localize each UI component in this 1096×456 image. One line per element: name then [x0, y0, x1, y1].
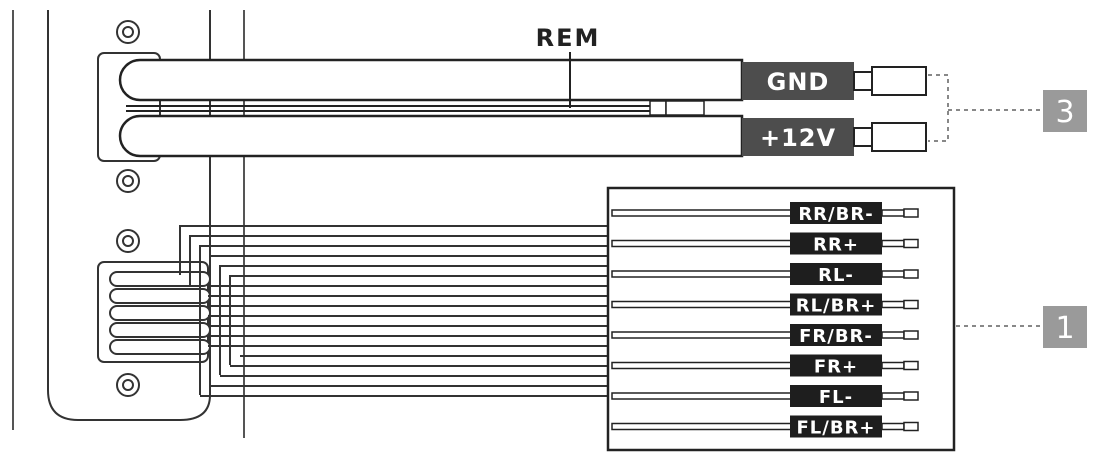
screw-bottom-2	[116, 373, 140, 397]
speaker-wire-terminal	[903, 269, 919, 279]
callout-3-number: 3	[1055, 95, 1074, 130]
speaker-wire-label-box	[790, 415, 882, 438]
speaker-wire-label: RL/BR+	[796, 296, 877, 317]
speaker-wire-label-box	[790, 324, 882, 346]
connector-housing	[47, 10, 211, 421]
speaker-wire-label: FR+	[814, 357, 858, 378]
callout-1-number: 1	[1055, 311, 1074, 346]
speaker-wire-row: FR+	[611, 354, 919, 378]
speaker-wire	[611, 422, 793, 431]
speaker-wire-terminal	[903, 360, 919, 371]
callout-3-box	[1043, 90, 1087, 132]
speaker-wire-label-box	[790, 263, 882, 285]
gnd-label-box	[742, 62, 854, 100]
screw-top-2	[116, 169, 140, 193]
rem-wire	[126, 100, 705, 116]
speaker-plug-fingers	[109, 271, 211, 355]
speaker-wire-label: FL/BR+	[796, 418, 875, 439]
plus12v-terminal	[853, 122, 927, 152]
speaker-wire	[611, 270, 793, 278]
speaker-wire-terminal	[903, 330, 919, 340]
callout-1-box	[1043, 306, 1087, 348]
speaker-wire-label: RR/BR-	[798, 204, 873, 225]
speaker-wire-row: FR/BR-	[611, 324, 919, 347]
speaker-wire-label: RL-	[818, 265, 854, 286]
speaker-wire-terminal	[903, 238, 919, 249]
screw-bottom-1	[116, 229, 140, 253]
speaker-wire-label-box	[790, 202, 882, 224]
speaker-wire-label: FL-	[819, 387, 853, 408]
speaker-wire-label-box	[790, 232, 882, 255]
speaker-wire-row: RR/BR-	[611, 202, 919, 225]
plus12v-label: +12V	[760, 124, 836, 152]
speaker-wire-tip	[881, 239, 905, 248]
speaker-wire-tip	[881, 361, 905, 370]
speaker-wire	[611, 239, 793, 248]
speaker-wire-row: RL-	[611, 263, 919, 286]
speaker-wire-terminal	[903, 208, 919, 218]
speaker-harness	[179, 225, 608, 397]
speaker-wire-rows: RR/BR- RR+ RL- RL/BR+ FR/BR- FR+ FL- FL/BR+	[611, 202, 919, 439]
speaker-wire-row: FL/BR+	[611, 415, 919, 439]
speaker-wire-terminal	[903, 421, 919, 432]
speaker-wire-terminal	[903, 299, 919, 310]
speaker-wire-row: RR+	[611, 232, 919, 256]
speaker-wire-row: RL/BR+	[611, 293, 919, 317]
speaker-wire-terminal	[903, 391, 919, 401]
speaker-wire-row: FL-	[611, 385, 919, 408]
speaker-wire-tip	[881, 300, 905, 309]
plus12v-wire	[118, 114, 744, 158]
gnd-wire	[118, 58, 744, 102]
speaker-wire-label-box	[790, 293, 882, 316]
speaker-wire-tip	[881, 209, 905, 217]
speaker-label-panel	[606, 186, 956, 452]
speaker-wire-tip	[881, 331, 905, 339]
speaker-wire	[611, 392, 793, 400]
speaker-wire-label: RR+	[813, 235, 859, 256]
screw-top-1	[116, 20, 140, 44]
gnd-label: GND	[767, 68, 830, 96]
speaker-wire	[611, 300, 793, 309]
speaker-wire-tip	[881, 422, 905, 431]
speaker-wire	[611, 331, 793, 339]
speaker-wire-label-box	[790, 385, 882, 407]
speaker-wire-tip	[881, 270, 905, 278]
speaker-wire-tip	[881, 392, 905, 400]
plus12v-label-box	[742, 118, 854, 156]
speaker-wire	[611, 361, 793, 370]
rem-label: REM	[536, 24, 601, 52]
speaker-wire	[611, 209, 793, 217]
callout-3-dashed-line	[928, 74, 1040, 142]
speaker-wire-label: FR/BR-	[799, 326, 873, 347]
speaker-wire-label-box	[790, 354, 882, 377]
gnd-terminal	[853, 66, 927, 96]
